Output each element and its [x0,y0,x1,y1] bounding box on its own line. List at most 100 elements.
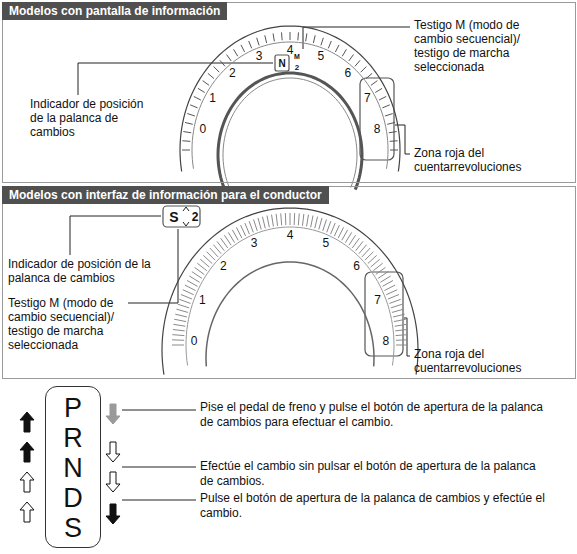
gauge-tick [236,227,241,238]
updown-icon [183,207,189,226]
gauge-tick [241,225,246,236]
gauge-tick [392,309,404,312]
gauge-tick [220,60,225,66]
gauge-tick [297,32,299,40]
gauge-tick [375,88,382,92]
gear-letter: S [46,513,100,543]
gauge-tick [311,216,313,228]
gauge-tick [203,81,209,86]
gear-number: 2 [295,63,299,72]
callout-text: Testigo M (modo de cambio secuencial)/ t… [8,296,136,352]
gauge-tick [249,221,253,232]
gauge-tick [217,241,224,250]
gauge-tick [185,285,196,290]
callout-text: Indicador de posición de la palanca de c… [8,257,166,285]
shift-arrow [20,502,34,522]
gauge-tick [228,232,234,242]
gauge-tick [290,213,291,225]
gauge-arc [186,227,394,365]
tach-number: 5 [317,49,324,62]
tach-number: 4 [287,229,294,242]
gauge-tick [327,221,331,232]
gauge-tick [265,35,267,43]
gauge-tick [183,290,194,295]
tach-number: 2 [229,66,236,79]
gauge-tick [366,73,372,78]
gauge-tick [368,255,377,263]
gauge-tick [321,38,323,46]
indicator-box [163,206,200,227]
gauge-tick [192,272,202,279]
gauge-tick [378,272,388,279]
gauge-tick [371,259,380,267]
shift-arrow [20,412,34,432]
shift-gate: PRNDS [45,386,101,548]
gauge-tick [328,41,331,48]
gauge-tick [234,49,238,56]
gauge-tick [173,329,185,330]
gauge-tick [294,213,295,225]
gauge-tick [355,60,360,66]
gauge-tick [190,105,197,108]
gauge-tick [281,32,283,40]
gauge-tick [182,150,190,151]
gauge-tick [302,214,303,226]
gauge-tick [338,227,343,238]
gauge-tick [258,218,261,230]
gauge-tick [272,215,274,227]
gauge-tick [371,81,377,86]
tach-number: 7 [374,294,381,307]
gauge-tick [254,219,258,230]
gauge-tick [224,235,231,245]
gauge-tick [394,319,406,321]
leader-line [122,410,196,411]
callout-text: Testigo M (modo de cambio secuencial)/ t… [414,18,554,74]
gauge-tick [183,132,191,133]
shift-arrow [106,504,120,524]
gauge-tick [396,339,408,340]
mode-indicator: M [294,53,300,61]
shift-arrow [106,442,120,462]
gear-letter: N [46,453,100,483]
callout-text: Indicador de posición de la palanca de c… [30,97,150,139]
instruction-text: Pise el pedal de freno y pulse el botón … [200,400,548,430]
gauge-tick [189,276,199,282]
gauge-tick [187,114,195,116]
gauge-tick [273,33,274,41]
gauge-tick [373,263,382,270]
instruction-text: Pulse el botón de apertura de la palanca… [200,491,548,521]
gauge-tick [390,140,398,142]
gauge-tick [382,105,389,108]
gauge-tick [356,241,363,250]
tach-number: 6 [353,259,360,272]
gauge-arc [162,208,418,375]
gauge-arc [180,26,400,172]
gauge-tick [172,345,184,346]
gauge-tick [390,150,398,151]
gauge-tick [298,213,300,225]
gauge-tick [174,319,186,321]
gauge-tick [285,213,286,225]
gauge-tick [388,294,399,299]
gauge-tick [172,339,184,340]
gauge-tick [349,55,354,61]
tach-number: 1 [199,294,206,307]
gauge-tick [352,238,359,248]
tach-number: 2 [220,259,227,272]
gauge-tick [379,96,386,100]
gauge-tick [342,49,346,56]
gauge-tick [361,67,367,73]
gauge-tick [396,345,408,346]
gauge-tick [173,324,185,326]
gauge-tick [386,290,397,295]
gauge-tick [349,235,356,245]
gauge-tick [387,122,395,124]
indicator-box [275,55,289,71]
tach-number: 1 [209,92,216,105]
red-zone-box [360,78,394,160]
gauge-tick [267,216,269,228]
gauge-tick [319,218,322,230]
gauge-tick [396,334,408,336]
gauge-tick [376,267,386,274]
gauge-tick [382,281,392,287]
